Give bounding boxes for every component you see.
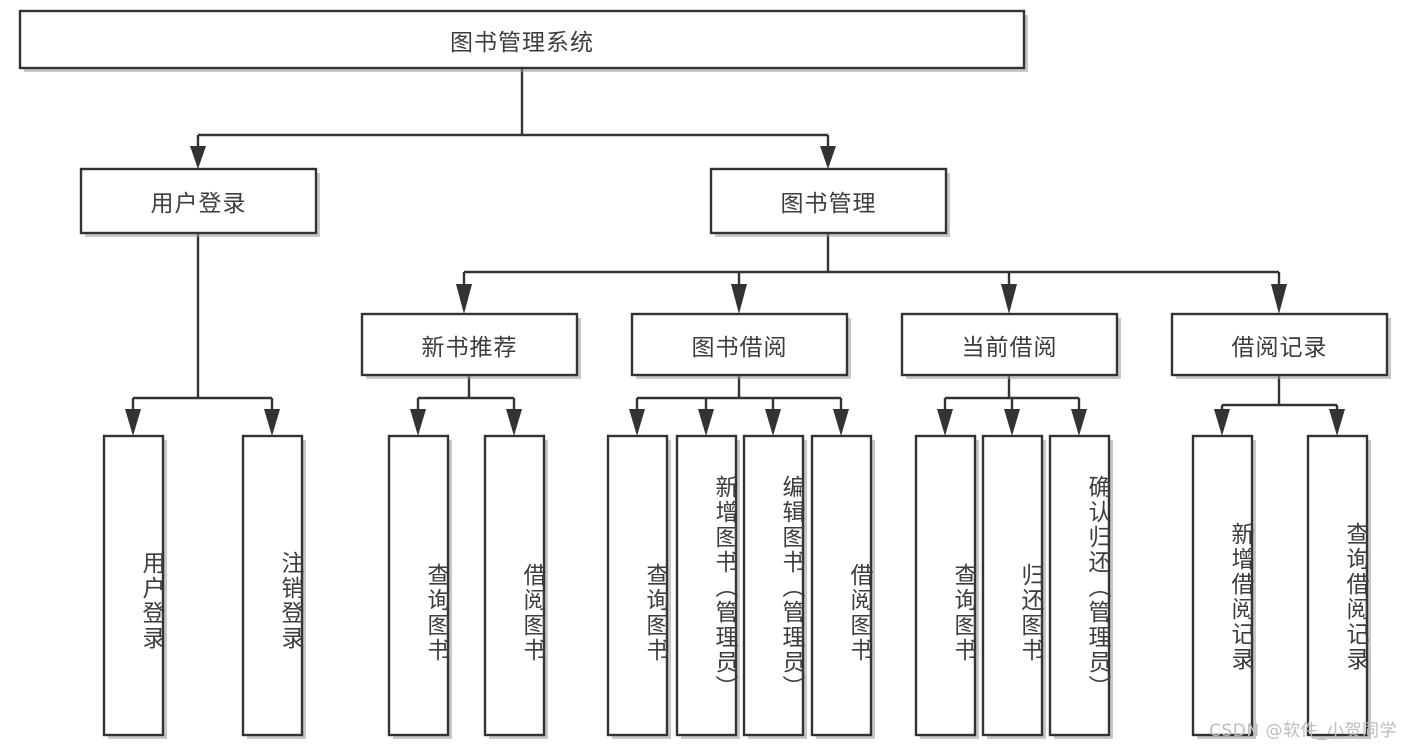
arrowhead-current-borrow (1001, 284, 1017, 314)
leaf-current-query-box[interactable] (914, 434, 977, 737)
borrow-record-node-box[interactable] (1170, 312, 1389, 377)
node-layer (18, 9, 1391, 739)
book-borrow-node-box[interactable] (630, 312, 849, 377)
leaf-add-record-box[interactable] (1191, 434, 1254, 737)
arrowhead-book-manage (820, 146, 836, 169)
arrowhead-leaf-logout (264, 409, 280, 436)
new-book-rec-node-box[interactable] (360, 312, 579, 377)
current-borrow-node-box[interactable] (900, 312, 1119, 377)
arrowhead-book-borrow (731, 284, 747, 314)
arrowhead-leaf-user-login (125, 409, 141, 436)
book-manage-node-box[interactable] (709, 167, 948, 235)
leaf-query-record-box[interactable] (1306, 434, 1369, 737)
arrowhead-borrowrecord-leaf-2 (1329, 409, 1345, 436)
leaf-borrow-book-box[interactable] (810, 434, 873, 737)
leaf-borrow-query-box[interactable] (606, 434, 669, 737)
arrowhead-new-book-rec (456, 284, 472, 314)
arrowhead-bookborrow-leaf-2 (698, 409, 714, 436)
leaf-newbook-borrow-box[interactable] (483, 434, 546, 737)
user-login-node-box[interactable] (79, 167, 318, 235)
leaf-add-book-box[interactable] (675, 434, 738, 737)
arrowhead-currentborrow-leaf-2 (1004, 409, 1020, 436)
arrowhead-user-login (190, 146, 206, 169)
arrowhead-currentborrow-leaf-1 (937, 409, 953, 436)
leaf-return-book-box[interactable] (981, 434, 1044, 737)
root-node-box[interactable] (18, 9, 1026, 70)
arrowhead-currentborrow-leaf-3 (1071, 409, 1087, 436)
arrowhead-bookborrow-leaf-3 (765, 409, 781, 436)
leaf-newbook-query-box[interactable] (387, 434, 450, 737)
arrowhead-newbook-leaf-2 (506, 409, 522, 436)
arrowhead-borrow-record (1271, 284, 1287, 314)
leaf-edit-book-box[interactable] (742, 434, 805, 737)
arrowhead-bookborrow-leaf-1 (629, 409, 645, 436)
leaf-user-login-box[interactable] (102, 434, 165, 737)
arrowhead-borrowrecord-leaf-1 (1214, 409, 1230, 436)
connector-layer (125, 68, 1345, 436)
arrowhead-bookborrow-leaf-4 (833, 409, 849, 436)
leaf-logout-box[interactable] (241, 434, 304, 737)
leaf-confirm-return-box[interactable] (1048, 434, 1111, 737)
arrowhead-newbook-leaf-1 (410, 409, 426, 436)
